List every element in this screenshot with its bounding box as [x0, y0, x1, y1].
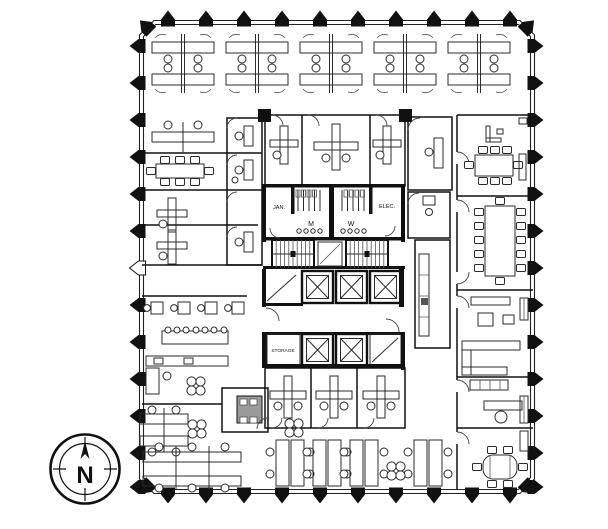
core-top-offices: [258, 109, 412, 187]
womens-restroom-label: W: [348, 221, 355, 228]
open-office-top: [151, 34, 510, 152]
mens-restroom-label: M: [308, 221, 314, 228]
electrical-label: ELEC.: [379, 204, 396, 210]
office-se-upper: [461, 296, 529, 376]
right-wing: [456, 114, 533, 490]
core: JAN. M W ELEC.: [258, 109, 412, 429]
elevator-bank-north: [262, 269, 404, 307]
small-meeting-room: [221, 387, 269, 433]
center-left-offices: [226, 117, 263, 266]
left-zone: [139, 152, 262, 493]
janitor-label: JAN.: [273, 205, 286, 211]
open-office-bottom-left: [139, 405, 242, 493]
half-cubicle-cluster: [151, 120, 215, 152]
mid-right-rooms: [407, 116, 453, 349]
compass-rose: N: [49, 433, 121, 505]
bottom-center-zone: [221, 387, 452, 486]
elevator-bank-south: STORAGE: [262, 332, 405, 370]
office-se-lower: [469, 379, 529, 424]
conference-room-east: [474, 197, 526, 285]
core-south-offices: [264, 367, 406, 429]
restroom-band: JAN. M W ELEC.: [262, 184, 405, 242]
north-label: N: [76, 462, 93, 489]
collab-area: [143, 301, 245, 396]
conference-table-left: [146, 156, 214, 186]
conference-room-ne: [464, 117, 528, 185]
storage-label: STORAGE: [271, 348, 294, 354]
left-offices: [157, 198, 187, 264]
north-arrow-icon: [80, 441, 90, 459]
open-office-bottom: [266, 440, 452, 486]
meeting-room-se: [472, 430, 529, 488]
stairwells: [263, 239, 405, 269]
elevator-lobby: [265, 307, 400, 333]
